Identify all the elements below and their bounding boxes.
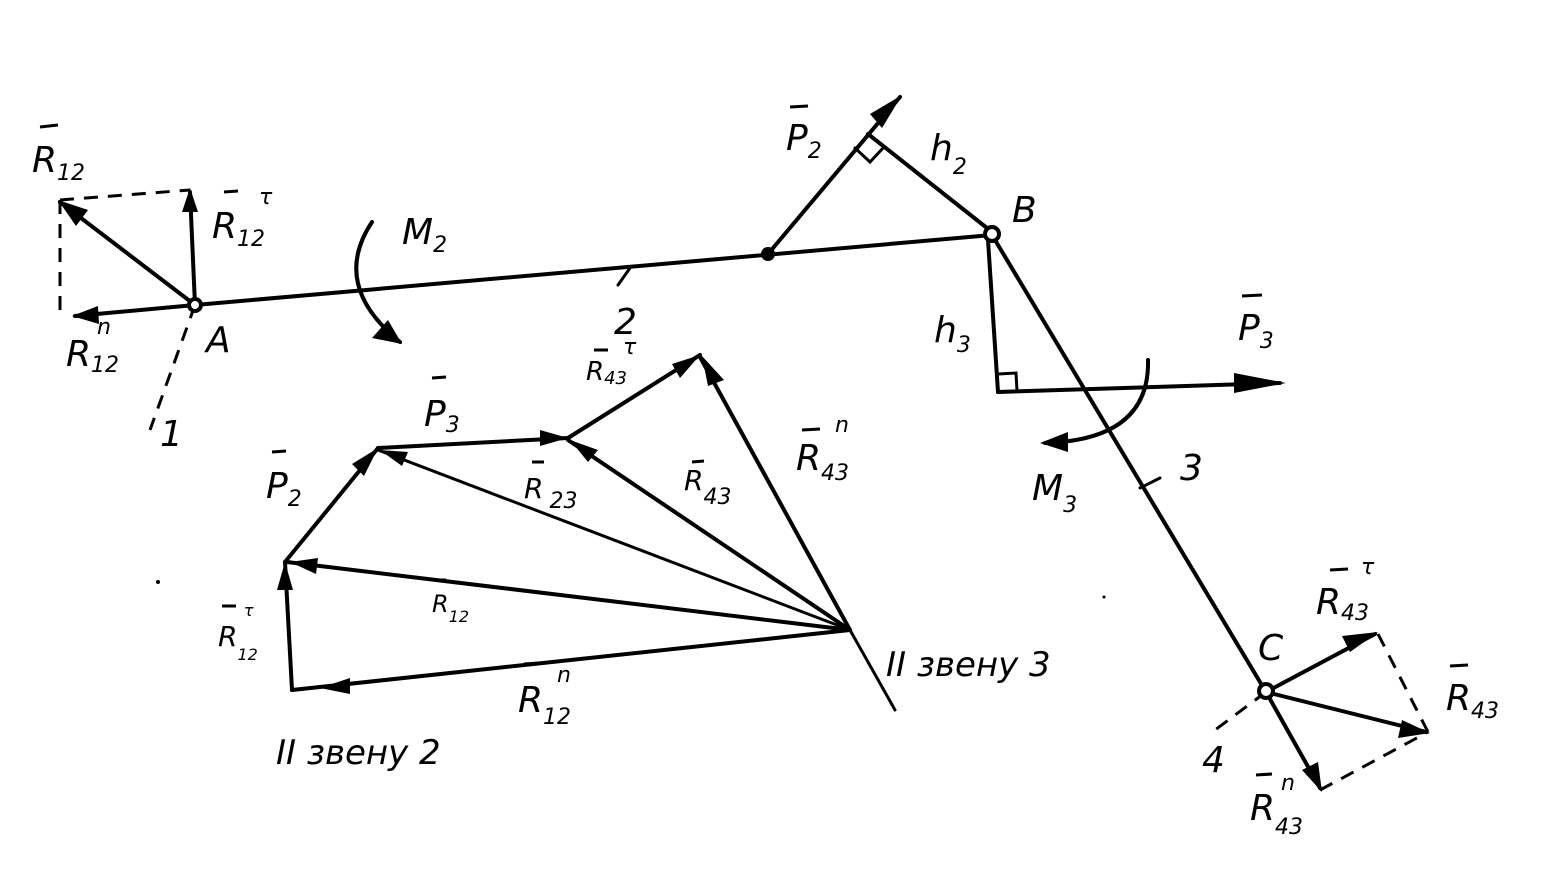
poly-r12-n: [290, 628, 852, 692]
label-poly-r43: R43: [684, 464, 731, 510]
poly-r12-arrowhead: [290, 558, 318, 574]
label-link-1: 1: [160, 414, 183, 455]
h2-line: [866, 132, 994, 234]
poly-r12-n-arrowhead: [320, 678, 350, 694]
label-joint-b: B: [1012, 190, 1037, 231]
h3-right-angle: [996, 371, 1019, 393]
label-p2: P2: [786, 118, 822, 164]
link-2: [193, 233, 994, 307]
label-poly-r43-tau: R43τ: [586, 335, 637, 389]
label-link-3: 3: [1180, 448, 1203, 489]
label-r43-n-c: R43n: [1250, 771, 1303, 840]
r43-n-arrowhead: [1302, 762, 1322, 792]
label-r12-tau: R12τ: [212, 185, 273, 252]
stray-mark: [1102, 595, 1106, 599]
moment-m3-arrowhead: [1040, 432, 1068, 452]
r12-vector: [58, 200, 197, 307]
link-3-marker: [1138, 476, 1162, 490]
poly-p3-arrowhead: [540, 430, 568, 446]
r43-dash-right: [1376, 633, 1430, 733]
r12-dash-top: [59, 188, 191, 202]
poly-r43-tau-arrowhead: [672, 355, 700, 378]
label-poly-r12-tau: R12τ: [218, 601, 258, 664]
r12-tau-arrowhead: [182, 188, 198, 212]
poly-r43-n: [698, 355, 852, 632]
joint-a: [187, 297, 203, 313]
overbar: [39, 123, 59, 129]
r43-arrowhead: [1398, 720, 1430, 738]
h3-line: [986, 238, 1000, 394]
p3-vector: [996, 381, 1282, 394]
overbar: [1329, 567, 1349, 572]
label-poly-p3: P3: [424, 394, 460, 438]
label-h3: h3: [934, 310, 971, 358]
poly-p2-arrowhead: [352, 448, 378, 476]
p2-arrowhead: [870, 95, 902, 128]
r43-dash-bottom: [1319, 730, 1429, 792]
label-poly-p2: P2: [266, 466, 302, 512]
parallel-link3-line: [848, 628, 897, 712]
overbar: [691, 459, 705, 464]
label-h2: h2: [930, 128, 967, 180]
label-parallel-link2: II звену 2: [276, 733, 441, 773]
poly-r43-arrowhead: [570, 440, 598, 462]
label-r43-tau-c: R43τ: [1316, 555, 1375, 626]
overbar: [271, 449, 287, 454]
label-link-4: 4: [1202, 740, 1225, 781]
moment-m3-arc: [1043, 358, 1151, 445]
link-2-marker: [616, 266, 632, 287]
h2-right-angle: [853, 145, 886, 165]
label-poly-r43-n: R43n: [796, 413, 849, 486]
overbar: [1449, 663, 1469, 668]
label-poly-r12-n: R12n: [518, 663, 571, 730]
overbar: [223, 189, 239, 194]
r43-tau-arrowhead: [1342, 632, 1378, 652]
label-m2: M2: [402, 212, 447, 258]
poly-p3: [376, 436, 570, 450]
overbar: [1255, 772, 1273, 777]
r43-vector: [1264, 690, 1428, 734]
r12-n-arrowhead: [72, 306, 99, 324]
overbar: [523, 661, 541, 666]
moment-m2-arc: [354, 220, 402, 344]
moment-m2-arrowhead: [372, 320, 402, 344]
link-1-dashed: [148, 304, 197, 431]
p3-arrowhead: [1234, 373, 1286, 393]
label-m3: M3: [1032, 468, 1077, 518]
label-r43-c: R43: [1446, 678, 1499, 724]
overbar: [801, 427, 821, 432]
overbar: [789, 104, 809, 109]
poly-r43: [566, 438, 852, 632]
label-parallel-link3: II звену 3: [886, 645, 1051, 685]
poly-r12: [285, 560, 852, 632]
overbar: [1241, 293, 1263, 298]
poly-r12-tau-arrowhead: [277, 562, 293, 590]
overbar: [431, 375, 447, 380]
poly-r43-n-arrowhead: [702, 356, 724, 386]
label-r12: R12: [32, 140, 85, 186]
joint-b: [983, 225, 1001, 243]
label-link-2: 2: [614, 302, 637, 343]
label-poly-r12: R12: [432, 590, 469, 626]
r12-arrowhead: [58, 200, 88, 226]
link-4-dashed: [1214, 690, 1267, 732]
joint-c: [1257, 682, 1275, 700]
label-p3: P3: [1238, 308, 1274, 354]
link-3: [990, 233, 1268, 694]
stray-mark: [156, 580, 160, 584]
poly-r23-arrowhead: [380, 450, 408, 466]
label-r12-n: R12n: [66, 315, 119, 378]
label-joint-a: A: [204, 320, 231, 361]
poly-r23: [376, 448, 852, 632]
label-joint-c: C: [1258, 628, 1284, 669]
